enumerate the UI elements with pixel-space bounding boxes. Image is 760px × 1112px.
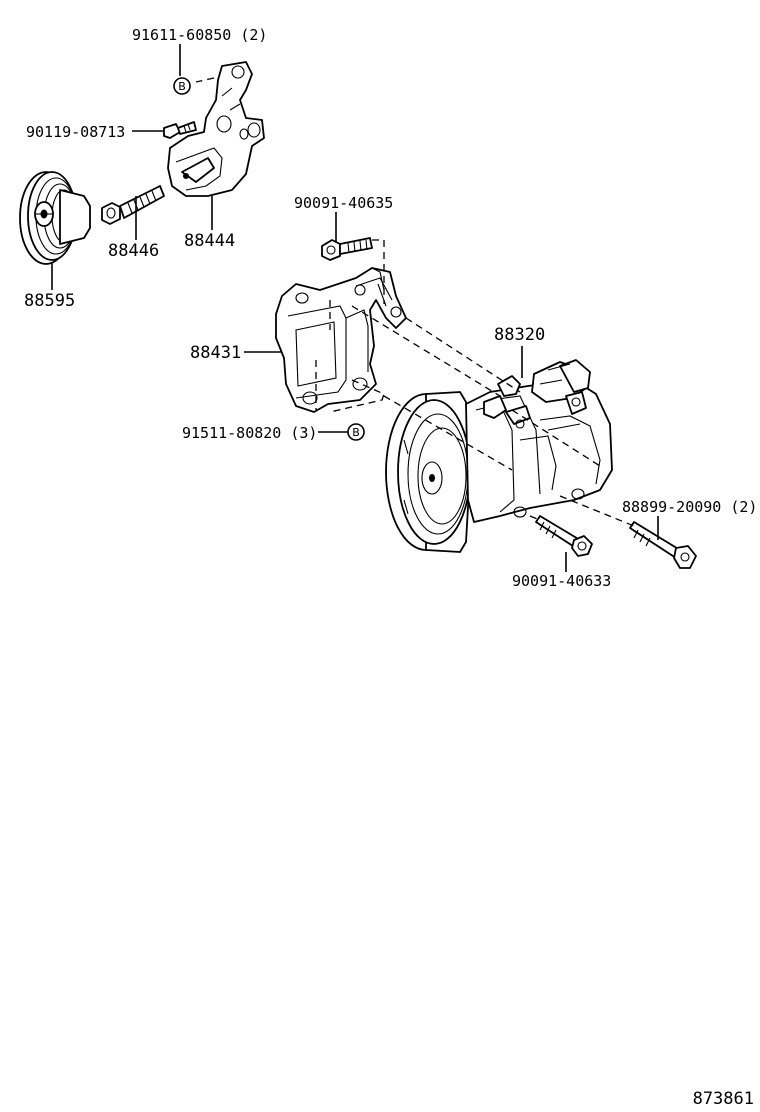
diagram-id-code: 873861 xyxy=(693,1089,754,1109)
label-idler-pulley: 88595 xyxy=(24,291,75,311)
compressor-bolt-long[interactable] xyxy=(629,521,697,569)
compressor-bracket[interactable] xyxy=(275,267,407,413)
label-bracket-bolt: 90091-40635 xyxy=(294,194,393,212)
label-bolt-top: 91611-60850 (2) xyxy=(132,26,267,44)
label-idler-bracket: 88444 xyxy=(184,231,235,251)
label-compressor-bolt-long: 88899-20090 (2) xyxy=(622,498,757,516)
ac-compressor[interactable] xyxy=(385,359,613,553)
idler-bracket[interactable] xyxy=(167,61,265,197)
bracket-bolt[interactable] xyxy=(321,237,373,261)
idler-pulley[interactable] xyxy=(19,171,91,265)
label-bracket-mount-bolt: 91511-80820 (3) xyxy=(182,424,317,442)
label-compressor: 88320 xyxy=(494,325,545,345)
callout-b-top-symbol: B xyxy=(178,80,186,93)
leader-lines xyxy=(51,44,659,572)
assembly-lines xyxy=(195,77,635,527)
callout-b-bottom-symbol: B xyxy=(352,426,360,439)
label-compressor-bracket: 88431 xyxy=(190,343,241,363)
label-bolt-small: 90119-08713 xyxy=(26,123,125,141)
callout-b-bottom: B xyxy=(347,423,365,441)
adjusting-bolt[interactable] xyxy=(101,185,165,225)
callout-b-top: B xyxy=(173,77,191,95)
bolt-small[interactable] xyxy=(163,121,197,139)
compressor-bolt[interactable] xyxy=(535,515,593,557)
label-compressor-bolt: 90091-40633 xyxy=(512,572,611,590)
label-adjust-bolt: 88446 xyxy=(108,241,159,261)
